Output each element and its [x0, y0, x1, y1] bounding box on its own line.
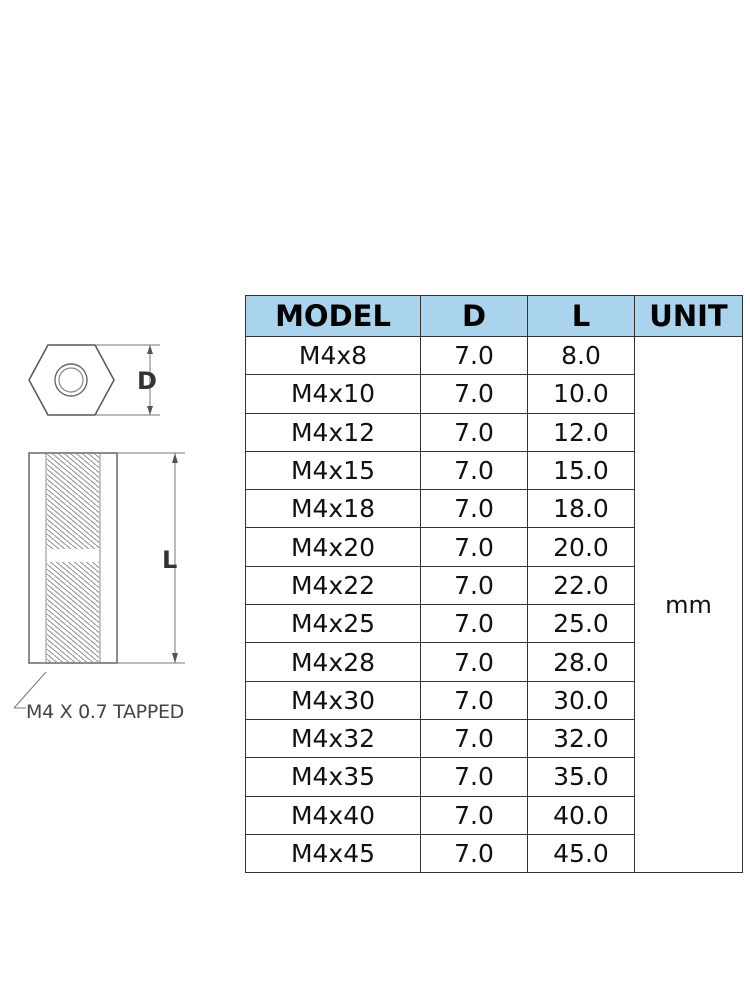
l-cell: 15.0 [527, 450, 635, 491]
thread-lower [47, 562, 99, 662]
d-cell: 7.0 [420, 489, 528, 529]
header-unit: UNIT [634, 295, 743, 337]
l-cell: 12.0 [527, 412, 635, 452]
thread-spec-label: M4 X 0.7 TAPPED [26, 701, 185, 723]
table-row: M4x45 7.0 45.0 [245, 833, 743, 874]
table-row: M4x12 7.0 12.0 [245, 412, 743, 452]
l-cell: 10.0 [527, 374, 635, 414]
standoff-body [28, 452, 118, 664]
model-cell: M4x22 [245, 565, 421, 606]
model-cell: M4x20 [245, 527, 421, 567]
model-cell: M4x18 [245, 489, 421, 529]
l-cell: 18.0 [527, 489, 635, 529]
model-cell: M4x8 [245, 335, 421, 376]
model-cell: M4x28 [245, 642, 421, 682]
l-cell: 20.0 [527, 527, 635, 567]
d-cell: 7.0 [420, 450, 528, 491]
l-dimension-label: L [162, 546, 178, 574]
table-row: M4x18 7.0 18.0 [245, 489, 743, 529]
d-cell: 7.0 [420, 833, 528, 874]
hex-outline [28, 344, 115, 416]
hole-outer [54, 363, 88, 397]
l-cell: 28.0 [527, 642, 635, 682]
model-cell: M4x15 [245, 450, 421, 491]
tapped-leader [13, 671, 47, 709]
table-row: M4x30 7.0 30.0 [245, 680, 743, 720]
d-cell: 7.0 [420, 604, 528, 644]
l-cell: 32.0 [527, 718, 635, 759]
d-cell: 7.0 [420, 795, 528, 835]
d-dimension-label: D [137, 367, 157, 395]
header-d: D [420, 295, 528, 337]
table-row: M4x32 7.0 32.0 [245, 718, 743, 759]
l-cell: 45.0 [527, 833, 635, 874]
l-cell: 35.0 [527, 757, 635, 797]
l-cell: 40.0 [527, 795, 635, 835]
header-model: MODEL [245, 295, 421, 337]
d-cell: 7.0 [420, 412, 528, 452]
table-row: M4x28 7.0 28.0 [245, 642, 743, 682]
l-cell: 25.0 [527, 604, 635, 644]
model-cell: M4x25 [245, 604, 421, 644]
model-cell: M4x32 [245, 718, 421, 759]
table-row: M4x10 7.0 10.0 [245, 374, 743, 414]
header-l: L [527, 295, 635, 337]
model-cell: M4x10 [245, 374, 421, 414]
model-cell: M4x40 [245, 795, 421, 835]
standoff-drawing [13, 344, 185, 709]
d-cell: 7.0 [420, 718, 528, 759]
table-row: M4x40 7.0 40.0 [245, 795, 743, 835]
table-row: M4x35 7.0 35.0 [245, 757, 743, 797]
d-cell: 7.0 [420, 642, 528, 682]
standoff-diagram: D L M4 X 0.7 TAPPED [0, 330, 240, 730]
thread-upper [47, 454, 99, 549]
table-row: M4x8 7.0 8.0 mm [245, 335, 743, 874]
d-cell: 7.0 [420, 335, 528, 376]
unit-cell: mm [634, 335, 743, 874]
d-cell: 7.0 [420, 680, 528, 720]
table-row: M4x15 7.0 15.0 [245, 450, 743, 491]
l-cell: 22.0 [527, 565, 635, 606]
model-cell: M4x30 [245, 680, 421, 720]
table-row: M4x25 7.0 25.0 [245, 604, 743, 644]
table-row: M4x22 7.0 22.0 [245, 565, 743, 606]
d-cell: 7.0 [420, 757, 528, 797]
model-cell: M4x35 [245, 757, 421, 797]
d-cell: 7.0 [420, 527, 528, 567]
table-row: M4x20 7.0 20.0 [245, 527, 743, 567]
l-cell: 30.0 [527, 680, 635, 720]
d-cell: 7.0 [420, 374, 528, 414]
model-cell: M4x45 [245, 833, 421, 874]
header-row: MODEL D L UNIT [245, 295, 743, 337]
model-cell: M4x12 [245, 412, 421, 452]
hole-inner [58, 367, 84, 393]
spec-table: MODEL D L UNIT M4x8 7.0 8.0 mm M4x10 7.0… [245, 295, 743, 874]
d-cell: 7.0 [420, 565, 528, 606]
l-cell: 8.0 [527, 335, 635, 376]
